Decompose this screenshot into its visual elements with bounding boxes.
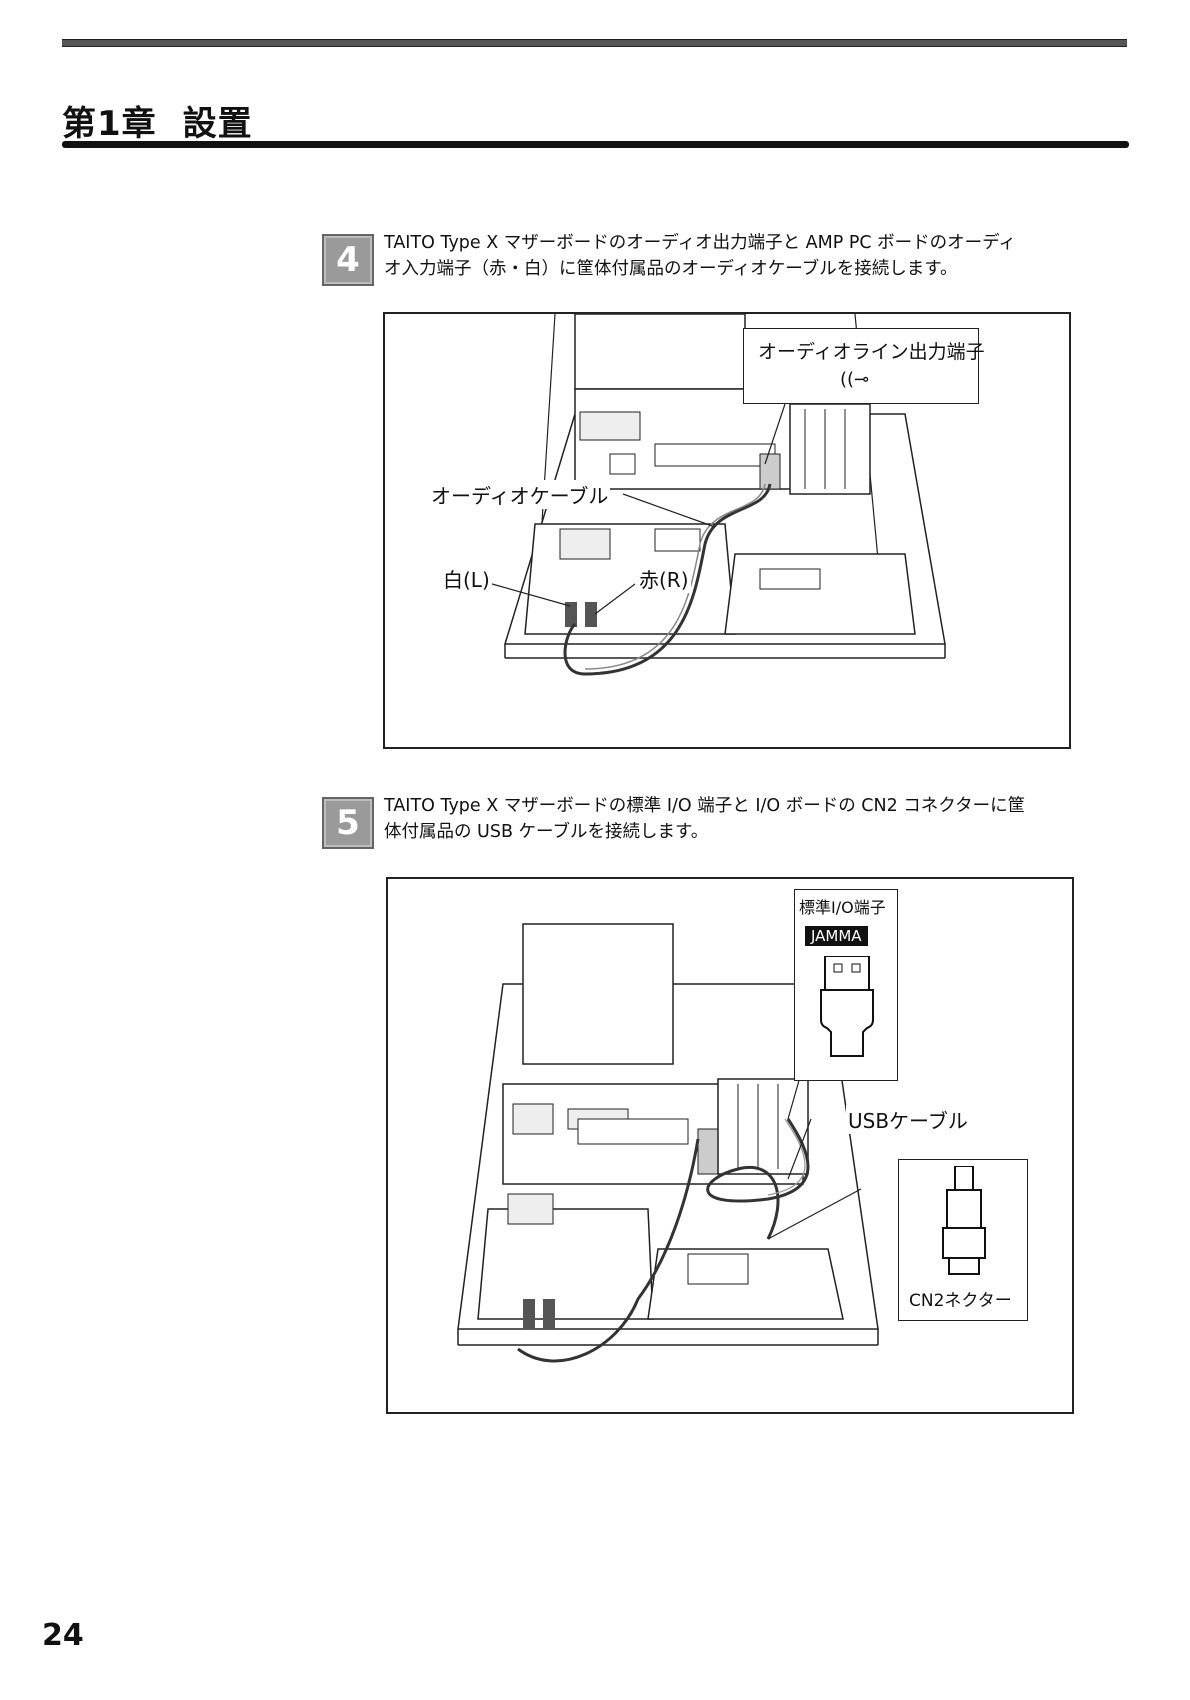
step-5-callout-cn2: CN2ネクター xyxy=(898,1159,1028,1321)
step-5-text-line1: TAITO Type X マザーボードの標準 I/O 端子と I/O ボードの … xyxy=(384,796,1026,816)
step-5-label-usb-cable: USBケーブル xyxy=(846,1105,970,1134)
step-4-callout-audio-out: オーディオライン出力端子 ((⊸ xyxy=(743,328,985,404)
step-5-callout-standard-io: 標準I/O端子 JAMMA xyxy=(794,889,898,1081)
step-4-illustration xyxy=(484,313,946,676)
step-4-text-line2: オ入力端子（赤・白）に筐体付属品のオーディオケーブルを接続します。 xyxy=(384,259,958,279)
step-4-text: TAITO Type X マザーボードのオーディオ出力端子と AMP PC ボー… xyxy=(384,230,1074,282)
step-5-badge: 5 xyxy=(322,797,374,849)
chapter-number: 第1章 xyxy=(62,104,157,144)
usb-connector-icon xyxy=(820,956,874,1057)
cn2-connector-icon xyxy=(942,1166,986,1275)
step-5-illustration xyxy=(457,923,879,1363)
callout-standard-io-title: 標準I/O端子 xyxy=(799,898,886,917)
step-4-figure: オーディオライン出力端子 ((⊸ オーディオケーブル 白(L) 赤(R) xyxy=(383,312,1071,749)
chapter-rule xyxy=(62,141,1129,148)
audio-jack-icon: ((⊸ xyxy=(840,369,870,390)
step-4-text-line1: TAITO Type X マザーボードのオーディオ出力端子と AMP PC ボー… xyxy=(384,233,1016,253)
step-5-text-line2: 体付属品の USB ケーブルを接続します。 xyxy=(384,822,709,842)
step-5-figure: 標準I/O端子 JAMMA USBケーブル CN2ネクター xyxy=(386,877,1074,1414)
step-5-text: TAITO Type X マザーボードの標準 I/O 端子と I/O ボードの … xyxy=(384,793,1074,845)
header-rule xyxy=(62,39,1127,47)
step-4-badge: 4 xyxy=(322,234,374,286)
callout-audio-out-title: オーディオライン出力端子 xyxy=(758,341,985,363)
step-4-label-white: 白(L) xyxy=(441,564,492,593)
page-number: 24 xyxy=(42,1618,84,1653)
callout-cn2-title: CN2ネクター xyxy=(909,1291,1012,1311)
step-4-label-red: 赤(R) xyxy=(637,564,691,593)
chapter-title: 設置 xyxy=(182,104,253,144)
jamma-badge: JAMMA xyxy=(805,926,868,946)
chapter-heading: 第1章設置 xyxy=(62,96,253,145)
step-4-label-cable: オーディオケーブル xyxy=(429,480,611,509)
